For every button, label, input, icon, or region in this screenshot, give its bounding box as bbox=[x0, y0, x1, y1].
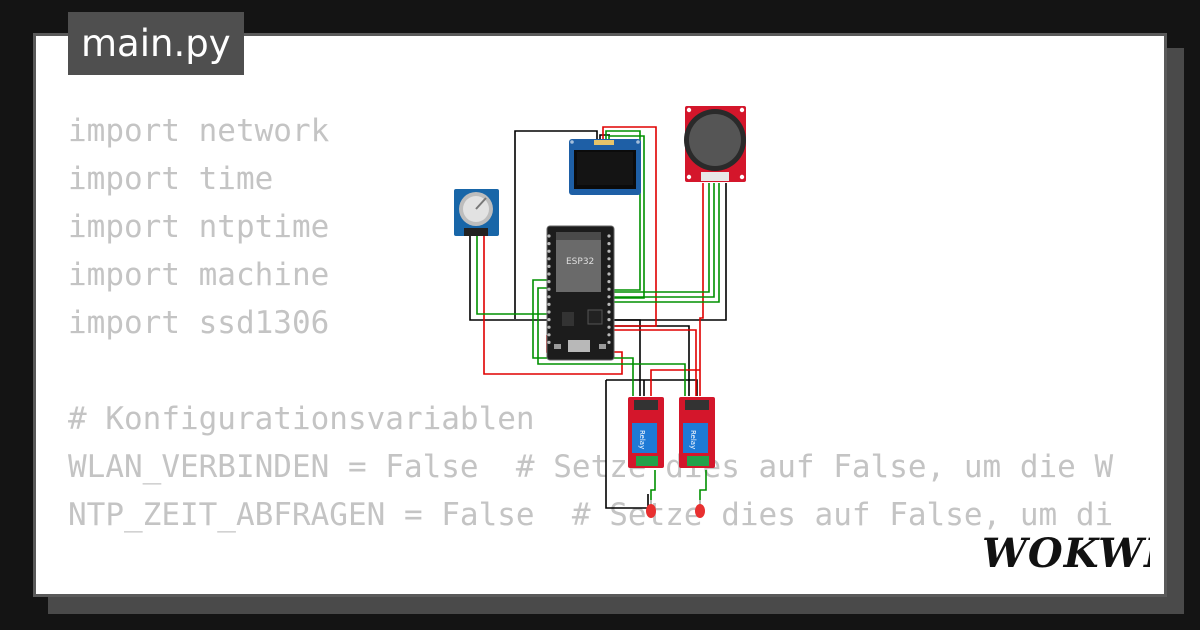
wire-black bbox=[613, 319, 641, 396]
wire-green bbox=[537, 287, 686, 396]
code-line: import ntptime bbox=[68, 209, 330, 245]
esp32-pin bbox=[547, 272, 551, 276]
wire-green bbox=[699, 470, 707, 500]
esp32-pin bbox=[547, 318, 551, 322]
wire-green bbox=[650, 470, 656, 500]
esp32-pin bbox=[607, 234, 611, 238]
esp32-pin bbox=[607, 302, 611, 306]
esp32-pin bbox=[547, 302, 551, 306]
file-tab[interactable]: main.py bbox=[68, 12, 244, 75]
esp32-label: ESP32 bbox=[566, 257, 594, 267]
esp32-pin bbox=[547, 234, 551, 238]
code-line: import ssd1306 bbox=[68, 305, 330, 341]
svg-text:WOKWI: WOKWI bbox=[982, 530, 1150, 577]
code-line: import network bbox=[68, 113, 330, 149]
wire-green bbox=[608, 135, 645, 299]
wire-green bbox=[612, 183, 720, 303]
joystick[interactable] bbox=[684, 106, 746, 182]
code-line: WLAN_VERBINDEN = False # Setze dies auf … bbox=[68, 449, 1114, 485]
wire-green bbox=[476, 236, 548, 315]
wire-green bbox=[612, 183, 715, 298]
wire-green bbox=[532, 279, 634, 396]
esp32-pin bbox=[547, 249, 551, 253]
code-line: NTP_ZEIT_ABFRAGEN = False # Setze dies a… bbox=[68, 497, 1114, 533]
esp32-pin bbox=[547, 264, 551, 268]
wire-red bbox=[650, 369, 700, 396]
esp32-pin bbox=[547, 280, 551, 284]
led-red[interactable] bbox=[695, 500, 705, 518]
esp32-pin bbox=[607, 318, 611, 322]
wire-green bbox=[612, 183, 710, 293]
esp32-pin bbox=[607, 280, 611, 284]
wire-green bbox=[605, 130, 641, 291]
esp32-pin bbox=[607, 310, 611, 314]
wire-black bbox=[514, 130, 598, 319]
wire-black bbox=[614, 183, 727, 321]
esp32-pin bbox=[547, 295, 551, 299]
relay-module[interactable]: Relay bbox=[679, 397, 715, 468]
esp32-pin bbox=[547, 287, 551, 291]
esp32-pin bbox=[547, 340, 551, 344]
led-red[interactable] bbox=[646, 500, 656, 518]
esp32-pin bbox=[547, 242, 551, 246]
esp32-pin bbox=[547, 257, 551, 261]
esp32-pin bbox=[607, 295, 611, 299]
wire-black bbox=[605, 380, 649, 509]
wire-black bbox=[606, 379, 698, 396]
relay-module[interactable]: Relay bbox=[628, 397, 664, 468]
esp32-pin bbox=[607, 340, 611, 344]
code-preview: import network import time import ntptime i… bbox=[68, 107, 1114, 594]
esp32-pin bbox=[547, 310, 551, 314]
wire-red bbox=[602, 126, 657, 327]
esp32-pin bbox=[607, 325, 611, 329]
esp32-pin bbox=[607, 249, 611, 253]
esp32-pin bbox=[547, 333, 551, 337]
code-line: import machine bbox=[68, 257, 330, 293]
esp32-pin bbox=[547, 325, 551, 329]
esp32-pin bbox=[607, 272, 611, 276]
esp32-pin bbox=[607, 287, 611, 291]
esp32-pin bbox=[607, 242, 611, 246]
wokwi-logo: WOKWI bbox=[982, 530, 1150, 577]
esp32-pin bbox=[607, 257, 611, 261]
esp32-board[interactable]: ESP32 bbox=[546, 225, 615, 361]
esp32-pin bbox=[607, 333, 611, 337]
relay-label: Relay bbox=[638, 430, 646, 449]
wire-red bbox=[699, 183, 704, 396]
wire-black bbox=[469, 236, 548, 321]
potentiometer[interactable] bbox=[454, 189, 499, 236]
wire-red bbox=[614, 329, 697, 396]
oled-display[interactable] bbox=[569, 139, 641, 195]
code-line: import time bbox=[68, 161, 274, 197]
code-line: # Konfigurationsvariablen bbox=[68, 401, 535, 437]
code-line: ###### Wlan Logins ### bbox=[68, 587, 1113, 594]
esp32-pin bbox=[607, 264, 611, 268]
relay-label: Relay bbox=[689, 430, 697, 449]
wires bbox=[469, 126, 727, 509]
